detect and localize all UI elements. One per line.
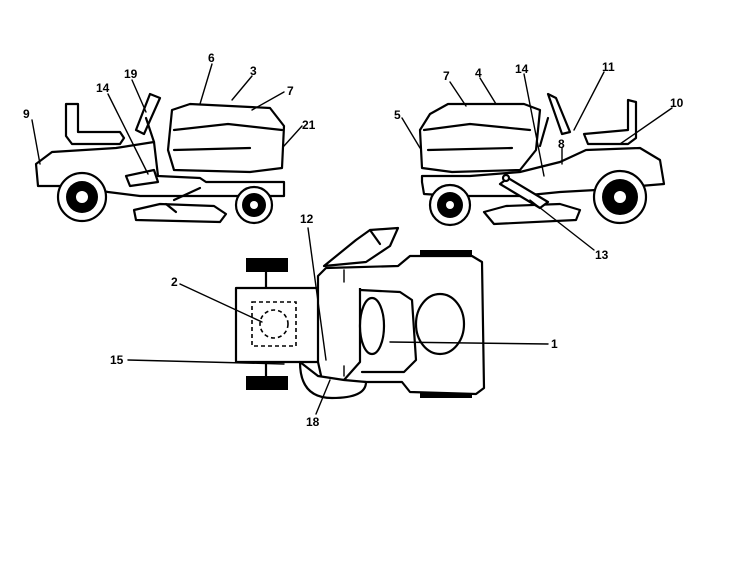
- hood: [166, 102, 286, 174]
- callout-7: 7: [443, 69, 450, 83]
- callout-9: 9: [23, 107, 30, 121]
- seat-top: [358, 296, 386, 356]
- discharge-chute: [322, 226, 400, 268]
- steering-wheel: [546, 92, 572, 136]
- callout-12: 12: [300, 212, 314, 226]
- callout-5: 5: [394, 108, 401, 122]
- seat: [64, 102, 126, 146]
- tractor-right-side-view: [418, 92, 666, 227]
- callout-4: 4: [475, 66, 482, 80]
- rear-seat-top: [414, 292, 466, 356]
- callout-11: 11: [602, 60, 615, 74]
- callout-7: 7: [287, 84, 294, 98]
- callout-6: 6: [208, 51, 215, 65]
- mower-deck: [482, 202, 582, 226]
- callout-10: 10: [670, 96, 684, 110]
- callout-labels: 6 3 7 21 19 14 9 7 4 14 11 10 8 5 13 2 1…: [23, 51, 684, 429]
- callout-18: 18: [306, 415, 320, 429]
- callout-15: 15: [110, 353, 124, 367]
- seat: [582, 98, 638, 146]
- mower-deck: [132, 202, 228, 224]
- front-wheel-top: [246, 376, 288, 390]
- steering-wheel: [134, 92, 162, 136]
- callout-14: 14: [96, 81, 110, 95]
- hood: [418, 102, 542, 174]
- callout-3: 3: [250, 64, 257, 78]
- tractor-left-side-view: [34, 92, 286, 225]
- callout-2: 2: [171, 275, 178, 289]
- callout-19: 19: [124, 67, 138, 81]
- front-wheel-top: [246, 258, 288, 272]
- leader-lines: [31, 63, 673, 415]
- callout-1: 1: [551, 337, 558, 351]
- callout-13: 13: [595, 248, 609, 262]
- callout-21: 21: [302, 118, 316, 132]
- callout-14: 14: [515, 62, 529, 76]
- tractor-top-view: [234, 226, 486, 400]
- callout-8: 8: [558, 137, 565, 151]
